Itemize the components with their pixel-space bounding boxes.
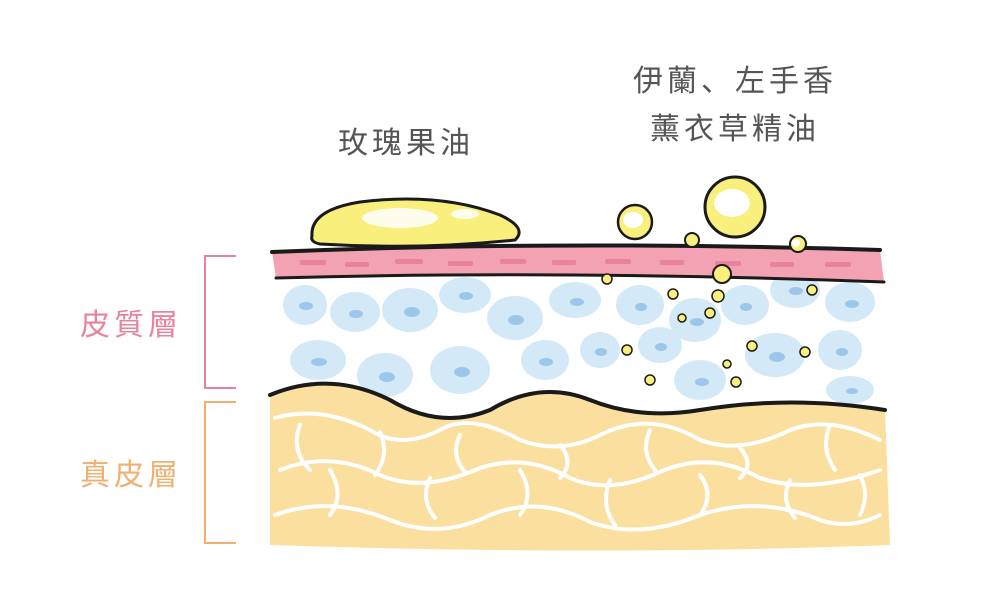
epidermis-bracket [204, 255, 236, 389]
essential-oil-label-line2: 薰衣草精油 [650, 112, 820, 147]
layer-boundary-line [268, 381, 887, 420]
rose-hip-oil-label: 玫瑰果油 [338, 126, 474, 161]
essential-oil-drops [601, 175, 818, 388]
essential-oil-label-line1: 伊蘭、左手香 [633, 64, 837, 99]
skin-surface [270, 243, 886, 284]
essential-oil-label: 伊蘭、左手香 薰衣草精油 [610, 58, 860, 154]
dermis-cell-lines [273, 411, 882, 532]
rose-oil-droplet [310, 197, 521, 248]
dermis-layer [270, 383, 890, 551]
epidermis-cells [283, 272, 875, 404]
dermis-bracket [204, 401, 236, 544]
dermis-label: 真皮層 [80, 458, 182, 493]
epidermis-label: 皮質層 [80, 308, 182, 343]
